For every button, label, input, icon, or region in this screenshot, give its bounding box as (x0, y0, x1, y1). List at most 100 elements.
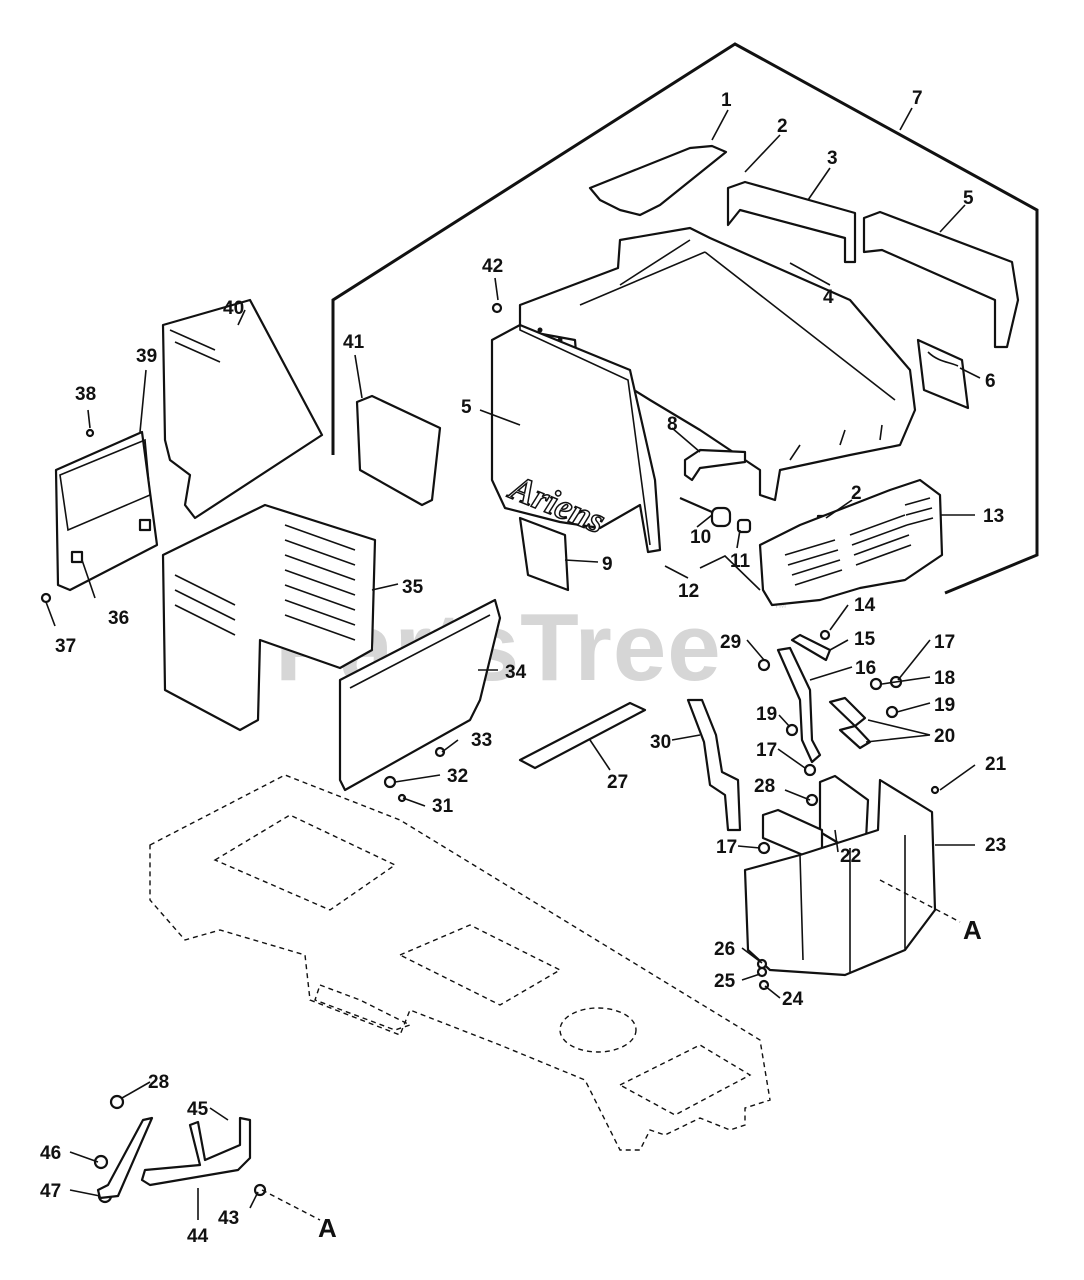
hood-pad-part (588, 144, 728, 217)
hood-main-creases (579, 239, 896, 401)
side-panel-plate-part (518, 516, 570, 592)
callout-label: 36 (108, 608, 129, 629)
callout-label: 19 (934, 695, 955, 716)
front-grille-part (758, 478, 944, 607)
callout-label: 37 (55, 636, 76, 657)
callout-label: 28 (148, 1072, 169, 1093)
callout-label: 7 (912, 88, 923, 109)
callout-label: 17 (716, 837, 737, 858)
nut-icon (757, 658, 771, 672)
firewall-plate-part (338, 598, 502, 792)
callout-label: 45 (187, 1099, 209, 1120)
callout-label: 1 (721, 90, 732, 111)
callout-label: 3 (827, 148, 838, 169)
callout-label: 16 (855, 658, 876, 679)
callout-label: 33 (471, 730, 492, 751)
grille-nut (736, 518, 752, 534)
callout-label: 46 (40, 1143, 61, 1164)
callout-label: 13 (983, 506, 1004, 527)
bolt-head-icon (803, 763, 817, 777)
hood-small-bracket-cutout (927, 351, 959, 367)
callout-label: 42 (482, 256, 503, 277)
callout-label: 6 (985, 371, 996, 392)
lift-bracket-part (686, 698, 742, 832)
left-side-panel-part (490, 323, 662, 554)
grille-bolt (679, 496, 713, 514)
firewall-plate-flange (349, 614, 491, 689)
instrument-panel-part (54, 430, 159, 592)
callout-label: 4 (823, 287, 834, 308)
callout-label: 26 (714, 939, 735, 960)
callout-label: 22 (840, 846, 861, 867)
callout-labels: 1 2 3 4 5 6 7 42 41 40 39 38 36 37 35 5 … (40, 88, 1007, 1247)
callout-label: 24 (782, 989, 804, 1010)
chassis-frame (149, 774, 771, 1151)
callout-label: 9 (602, 554, 613, 575)
dash-top-bracket-slot (169, 329, 221, 363)
callout-label: 39 (136, 346, 157, 367)
screw-icon (434, 746, 446, 758)
callout-label: 35 (402, 577, 424, 598)
callout-label: 19 (756, 704, 777, 725)
callout-label: 31 (432, 796, 454, 817)
washer-icon (869, 677, 883, 691)
dash-frame-part (161, 503, 377, 732)
screw-icon (40, 592, 52, 604)
dash-frame-louvers (174, 524, 356, 641)
callout-label: 8 (667, 414, 678, 435)
callout-label: 27 (607, 772, 628, 793)
callout-label: 11 (730, 551, 751, 572)
instrument-panel-face (59, 438, 151, 532)
hood-latch-part (683, 448, 747, 482)
callout-label: 14 (854, 595, 876, 616)
callout-label: 23 (985, 835, 1006, 856)
dash-top-bracket-part (161, 298, 324, 520)
callout-label: 29 (720, 632, 741, 653)
bolt-head-icon (93, 1154, 109, 1170)
hood-main-front-grooves (789, 424, 883, 461)
nut-icon (109, 1094, 125, 1110)
grille-bushing (710, 506, 732, 528)
screw-icon (85, 428, 95, 438)
callout-label: 25 (714, 971, 736, 992)
callout-label: 5 (963, 188, 974, 209)
reference-letter: A (318, 1213, 337, 1243)
screw-icon (930, 785, 940, 795)
callout-label: 20 (934, 726, 955, 747)
front-grille-slats (784, 497, 934, 586)
hinge-washer-plate-part (838, 724, 872, 750)
callout-label: 30 (650, 732, 671, 753)
right-side-panel-edge (881, 249, 996, 301)
callout-leaders (45, 107, 981, 1221)
callout-label: 17 (934, 632, 955, 653)
callout-label: 15 (854, 629, 876, 650)
callout-label: 32 (447, 766, 468, 787)
nut-icon (805, 793, 819, 807)
callout-label: 47 (40, 1181, 61, 1202)
callout-label: 2 (851, 483, 862, 504)
support-bracket-part (96, 1116, 154, 1200)
hood-small-bracket-part (916, 338, 970, 410)
reference-letter: A (963, 915, 982, 945)
callout-label: 41 (343, 332, 365, 353)
callout-label: 10 (690, 527, 711, 548)
callout-label: 44 (187, 1226, 209, 1247)
left-side-panel-edge (519, 325, 651, 546)
right-side-panel-part (862, 210, 1020, 349)
nut-icon (785, 723, 799, 737)
callout-label: 5 (461, 397, 472, 418)
callout-label: 38 (75, 384, 96, 405)
screw-icon (491, 302, 503, 314)
callout-label: 28 (754, 776, 775, 797)
callout-label: 21 (985, 754, 1007, 775)
callout-label: 17 (756, 740, 777, 761)
hood-main-hole (537, 327, 543, 333)
rubber-strip-part (518, 701, 647, 770)
hood-rear-panel-part (726, 180, 857, 264)
clip-icon (383, 775, 397, 789)
screw-icon (819, 629, 831, 641)
bolt-head-icon (757, 841, 771, 855)
instrument-panel-window (138, 518, 152, 532)
